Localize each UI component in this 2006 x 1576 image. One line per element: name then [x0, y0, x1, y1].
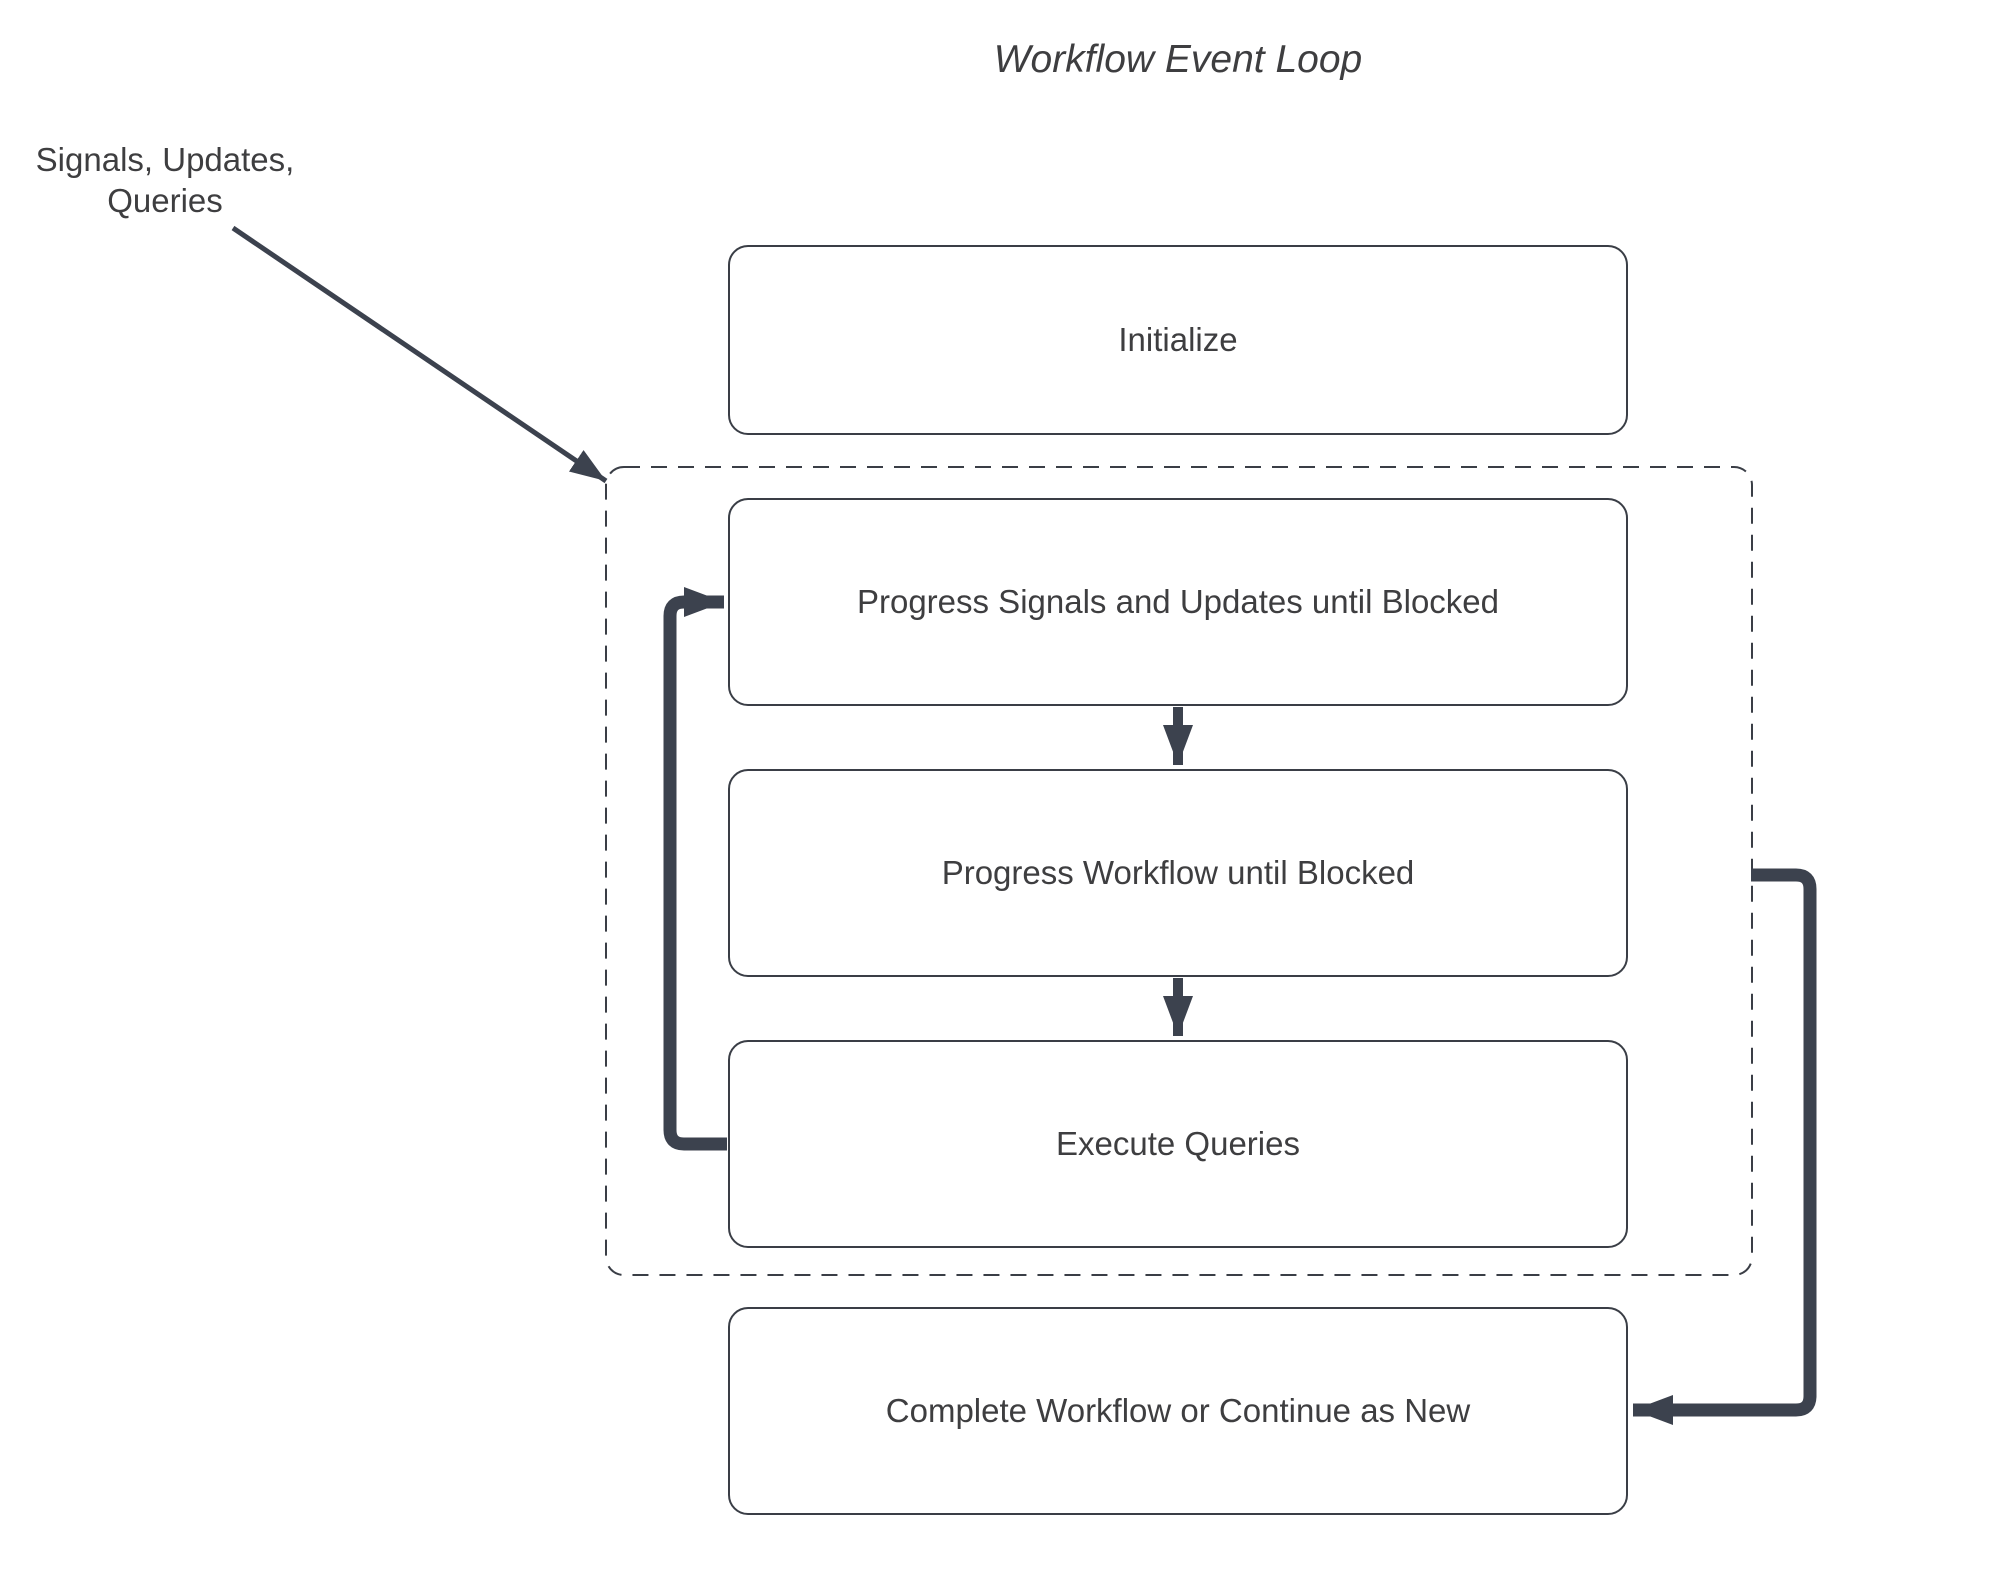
signals-updates-queries-annotation: Signals, Updates, Queries — [20, 140, 310, 222]
node-initialize: Initialize — [728, 245, 1628, 435]
node-complete-workflow-label: Complete Workflow or Continue as New — [885, 1392, 1471, 1430]
node-progress-signals-label: Progress Signals and Updates until Block… — [856, 583, 1500, 621]
node-initialize-label: Initialize — [1118, 321, 1238, 359]
annotation-line-2: Queries — [107, 181, 223, 219]
diagram-title: Workflow Event Loop — [993, 38, 1363, 81]
node-progress-workflow: Progress Workflow until Blocked — [728, 769, 1628, 977]
loop-exit-arrow — [1633, 868, 1817, 1425]
node-execute-queries: Execute Queries — [728, 1040, 1628, 1248]
node-progress-workflow-label: Progress Workflow until Blocked — [941, 854, 1415, 892]
node-progress-signals-and-updates: Progress Signals and Updates until Block… — [728, 498, 1628, 706]
node-execute-queries-label: Execute Queries — [1056, 1125, 1300, 1163]
signals-input-arrow — [231, 225, 608, 484]
queries-loop-back-arrow — [663, 587, 727, 1151]
node-complete-workflow: Complete Workflow or Continue as New — [728, 1307, 1628, 1515]
annotation-line-1: Signals, Updates, — [35, 141, 295, 178]
